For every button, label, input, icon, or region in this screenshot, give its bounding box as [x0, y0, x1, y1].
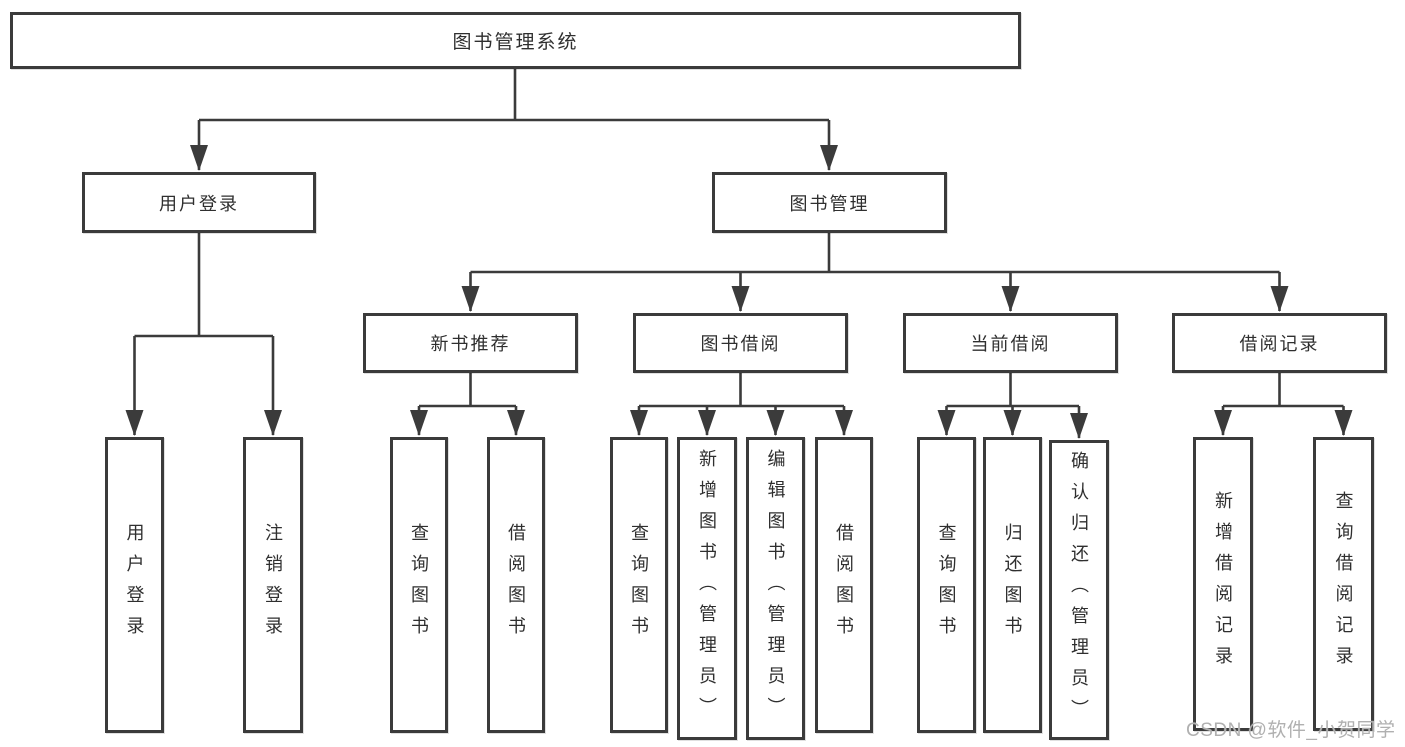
node-new-book-recommend: 新书推荐	[363, 313, 578, 373]
node-library-system: 图书管理系统	[10, 12, 1021, 69]
leaf-query-borrow-record-label: 查询借阅记录	[1333, 491, 1354, 677]
node-user-login-label: 用户登录	[159, 193, 239, 214]
leaf-add-book-admin-label: 新增图书（管理员）	[697, 449, 717, 728]
leaf-confirm-return-admin-label: 确认归还（管理员）	[1069, 450, 1089, 730]
leaf-logout-label: 注销登录	[263, 523, 283, 647]
node-book-borrowing: 图书借阅	[633, 313, 848, 373]
node-current-borrowing: 当前借阅	[903, 313, 1118, 373]
leaf-add-borrow-record: 新增借阅记录	[1193, 437, 1253, 731]
leaf-query-book: 查询图书	[917, 437, 976, 733]
leaf-borrow-book: 借阅图书	[815, 437, 873, 733]
node-library-system-label: 图书管理系统	[452, 32, 579, 53]
node-book-management: 图书管理	[712, 172, 947, 233]
leaf-borrow-book-label: 借阅图书	[834, 523, 854, 647]
node-new-book-recommend-label: 新书推荐	[430, 334, 511, 354]
leaf-return-book-label: 归还图书	[1002, 523, 1023, 647]
leaf-query-book-label: 查询图书	[936, 523, 957, 647]
leaf-add-borrow-record-label: 新增借阅记录	[1213, 491, 1233, 677]
node-book-management-label: 图书管理	[789, 193, 870, 214]
leaf-query-book-label: 查询图书	[629, 523, 649, 647]
leaf-borrow-book-label: 借阅图书	[506, 523, 526, 647]
leaf-edit-book-admin: 编辑图书（管理员）	[746, 437, 805, 740]
node-borrow-records-label: 借阅记录	[1239, 334, 1320, 354]
leaf-user-login-label: 用户登录	[124, 523, 145, 647]
leaf-borrow-book: 借阅图书	[487, 437, 545, 733]
leaf-query-book-label: 查询图书	[409, 523, 429, 647]
node-current-borrowing-label: 当前借阅	[970, 334, 1051, 354]
node-borrow-records: 借阅记录	[1172, 313, 1387, 373]
node-user-login: 用户登录	[82, 172, 316, 233]
leaf-edit-book-admin-label: 编辑图书（管理员）	[765, 449, 786, 728]
leaf-logout: 注销登录	[243, 437, 303, 733]
leaf-add-book-admin: 新增图书（管理员）	[677, 437, 737, 740]
leaf-confirm-return-admin: 确认归还（管理员）	[1049, 440, 1109, 740]
node-book-borrowing-label: 图书借阅	[700, 334, 781, 354]
leaf-query-book: 查询图书	[390, 437, 448, 733]
csdn-watermark: CSDN @软件_小贺同学	[1186, 720, 1396, 741]
leaf-return-book: 归还图书	[983, 437, 1042, 733]
leaf-query-borrow-record: 查询借阅记录	[1313, 437, 1374, 731]
leaf-user-login: 用户登录	[105, 437, 164, 733]
leaf-query-book: 查询图书	[610, 437, 668, 733]
